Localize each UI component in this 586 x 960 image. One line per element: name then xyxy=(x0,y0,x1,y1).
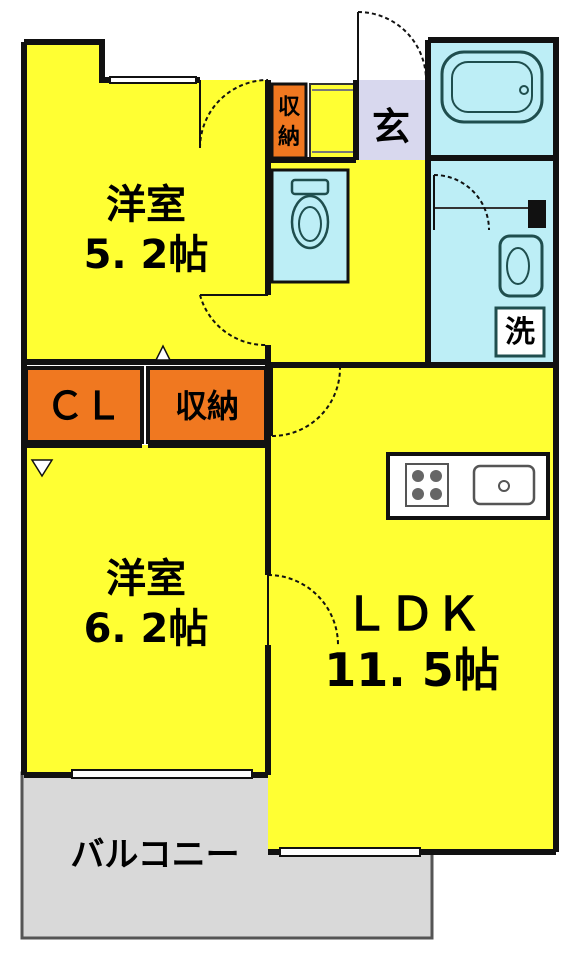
room-size-western1: 5. 2帖 xyxy=(84,232,209,278)
windows xyxy=(71,76,421,857)
toilet-seat-icon xyxy=(298,206,322,242)
bathtub-inner xyxy=(451,61,533,113)
washer-icon xyxy=(494,306,546,358)
room-size-ldk: 11. 5帖 xyxy=(324,643,500,697)
basin-bowl-icon xyxy=(506,247,530,285)
wash-basin-icon xyxy=(498,234,544,298)
room-name-western2: 洋室 xyxy=(106,556,186,602)
washer-label: 洗 xyxy=(505,315,535,350)
room-western-6-2 xyxy=(24,445,268,773)
storage-small-block xyxy=(270,82,308,160)
faucet-icon xyxy=(498,480,510,492)
walls xyxy=(21,37,559,855)
room-western-5-2 xyxy=(24,42,268,362)
bath-drain-icon xyxy=(519,85,529,95)
balcony-label: バルコニー xyxy=(70,835,239,875)
room-name-ldk: ＬＤＫ xyxy=(343,587,481,641)
burner-icon xyxy=(412,470,424,482)
door-marker-icon xyxy=(30,459,54,478)
storage-small-label-1: 収 xyxy=(278,95,301,120)
wall-stub xyxy=(528,200,546,228)
burner-icon xyxy=(412,488,424,500)
room-name-western1: 洋室 xyxy=(106,182,186,228)
doors xyxy=(199,11,490,646)
burner-icon xyxy=(430,470,442,482)
bathtub-icon xyxy=(440,50,544,124)
door-marker-icon xyxy=(154,344,172,361)
burner-icon xyxy=(430,488,442,500)
toilet-tank-icon xyxy=(290,178,330,196)
storage-small-label-2: 納 xyxy=(278,124,300,150)
storage-shelf-area xyxy=(309,83,357,159)
entrance-area xyxy=(356,80,428,160)
room-ldk xyxy=(268,365,554,852)
closet-label: ＣＬ xyxy=(46,384,122,428)
stove-icon xyxy=(405,463,449,507)
storage-main-label: 収納 xyxy=(175,387,239,425)
kitchen-sink-icon xyxy=(472,464,536,506)
entrance-label: 玄 xyxy=(372,105,410,149)
room-size-western2: 6. 2帖 xyxy=(84,606,209,652)
